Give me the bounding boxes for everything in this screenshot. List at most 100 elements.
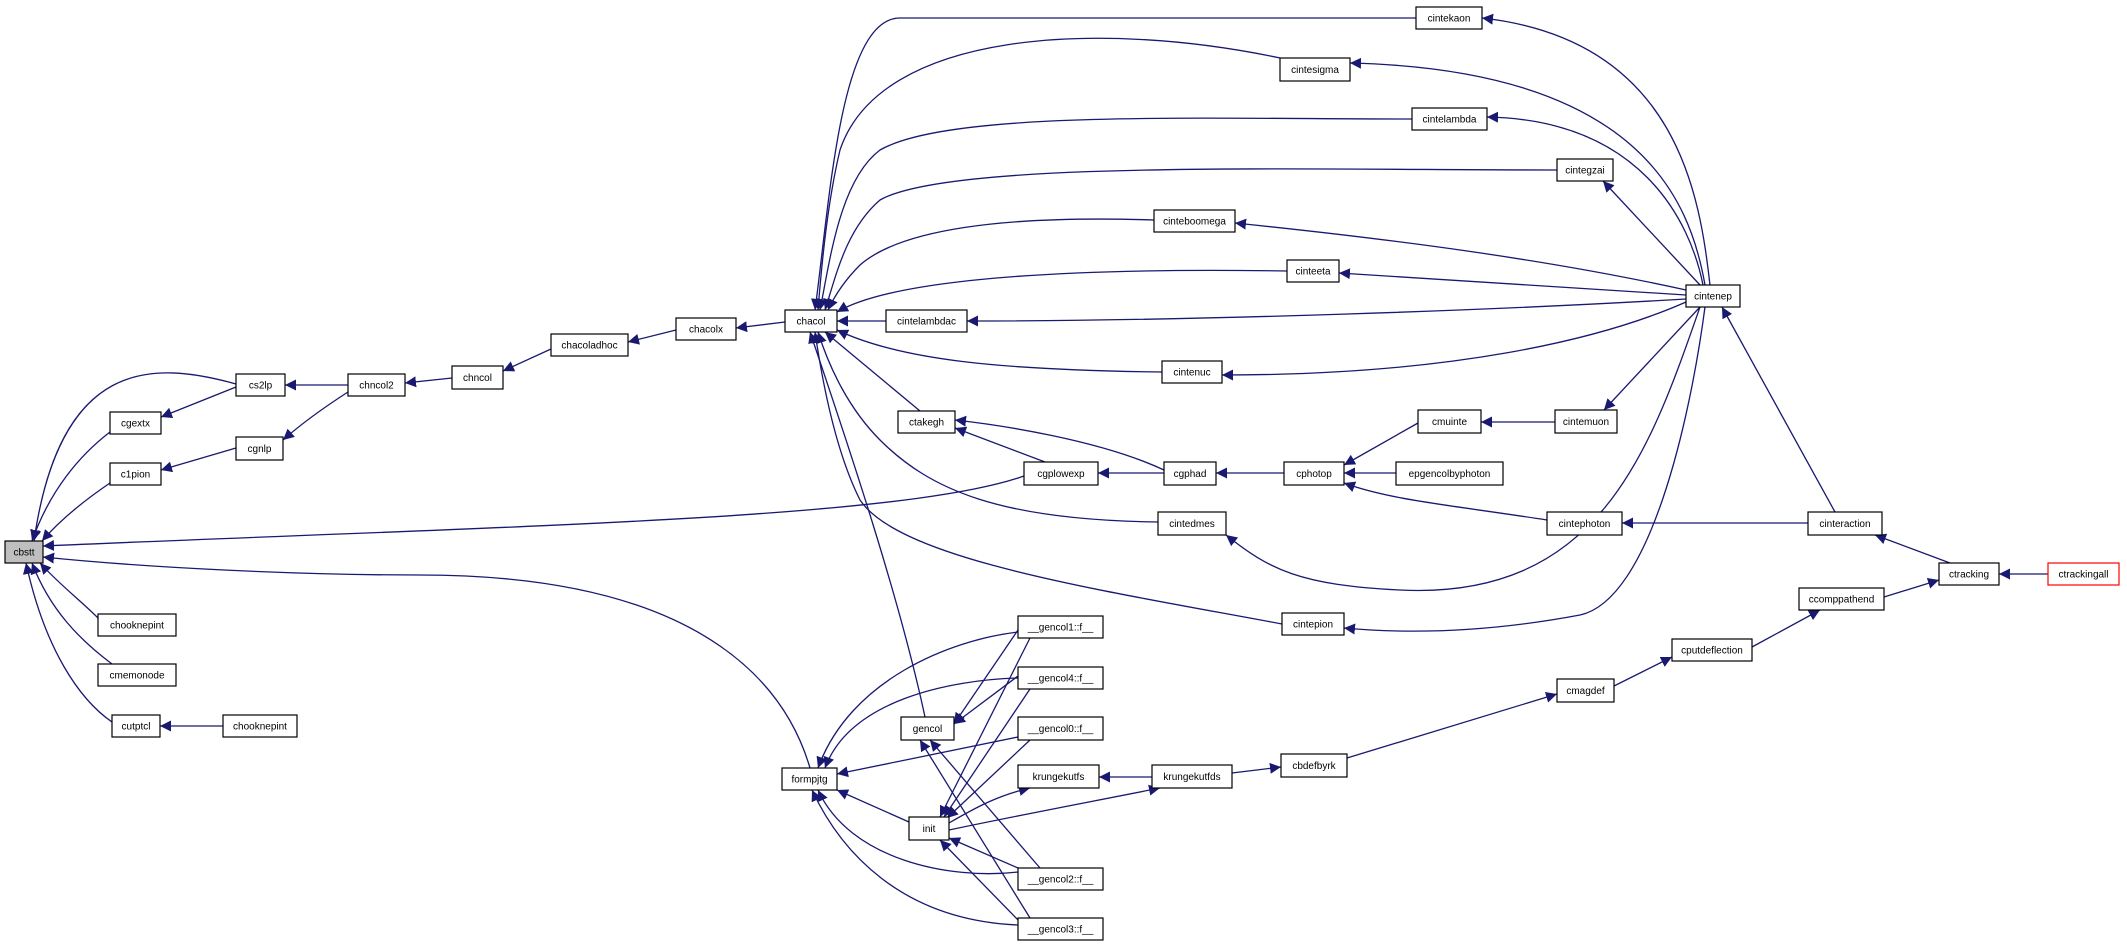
edge-gencol3-to-formpjtg	[811, 789, 1019, 926]
node-chacolx[interactable]: chacolx	[675, 317, 737, 341]
node-chncol2[interactable]: chncol2	[347, 373, 406, 397]
node-chooknepint2[interactable]: chooknepint	[222, 714, 298, 738]
node-gencol2[interactable]: __gencol2::f__	[1017, 867, 1104, 891]
edge-cintedmes-to-chacol	[816, 331, 1159, 523]
edge-cintenep-to-cintekaon	[1481, 13, 1711, 286]
node-cintepion[interactable]: cintepion	[1281, 612, 1345, 636]
node-ctakegh[interactable]: ctakegh	[897, 410, 956, 434]
node-label-cutptcl: cutptcl	[122, 722, 151, 733]
node-krungekutfs[interactable]: krungekutfs	[1017, 764, 1100, 789]
node-label-cbstt: cbstt	[13, 548, 34, 559]
node-cphotop[interactable]: cphotop	[1283, 461, 1345, 486]
node-ctracking[interactable]: ctracking	[1938, 562, 2000, 586]
node-chooknepint1[interactable]: chooknepint	[97, 613, 177, 637]
node-label-cintedmes: cintedmes	[1169, 519, 1215, 530]
node-label-cgplowexp: cgplowexp	[1037, 469, 1085, 480]
node-gencol4[interactable]: __gencol4::f__	[1017, 666, 1104, 690]
edge-gencol2-to-formpjtg	[817, 789, 1019, 875]
node-cs2lp[interactable]: cs2lp	[235, 373, 286, 397]
node-init[interactable]: init	[908, 816, 950, 841]
node-box-cintelambda	[1411, 107, 1488, 131]
edge-cs2lp-to-cbstt	[30, 372, 237, 542]
edge-cintenep-to-cintegzai	[1602, 180, 1701, 286]
node-box-ctracking	[1938, 562, 2000, 586]
node-label-chncol2: chncol2	[359, 381, 394, 392]
node-cintegzai[interactable]: cintegzai	[1556, 158, 1614, 182]
node-cmagdef[interactable]: cmagdef	[1556, 678, 1615, 703]
node-cintelambdac[interactable]: cintelambdac	[885, 309, 968, 333]
node-box-cintephoton	[1546, 511, 1623, 536]
node-label-cintemuon: cintemuon	[1563, 417, 1609, 428]
node-cbstt[interactable]: cbstt	[4, 540, 44, 564]
node-label-gencol4: __gencol4::f__	[1027, 674, 1094, 685]
edge-cintekaon-to-chacol	[811, 17, 1416, 311]
node-cutptcl[interactable]: cutptcl	[111, 714, 161, 738]
node-gencol3[interactable]: __gencol3::f__	[1017, 917, 1104, 941]
edge-cintenep-to-cintemuon	[1603, 306, 1701, 411]
node-label-cgextx: cgextx	[121, 419, 150, 430]
node-cintephoton[interactable]: cintephoton	[1546, 511, 1623, 536]
node-box-chncol	[451, 365, 504, 390]
node-formpjtg[interactable]: formpjtg	[781, 767, 838, 791]
node-cgplowexp[interactable]: cgplowexp	[1023, 461, 1099, 486]
node-cputdeflection[interactable]: cputdeflection	[1671, 638, 1753, 662]
node-label-cs2lp: cs2lp	[249, 381, 273, 392]
node-cintekaon[interactable]: cintekaon	[1415, 6, 1483, 30]
node-box-cintedmes	[1157, 511, 1227, 536]
node-c1pion[interactable]: c1pion	[109, 462, 162, 486]
node-epgencolbyphoton[interactable]: epgencolbyphoton	[1395, 461, 1504, 486]
edge-cutptcl-to-cbstt	[22, 562, 113, 723]
node-cinteboomega[interactable]: cinteboomega	[1153, 209, 1236, 233]
edge-cintepion-to-chacol	[811, 331, 1283, 625]
node-ctrackingall[interactable]: ctrackingall	[2047, 562, 2120, 586]
node-cintedmes[interactable]: cintedmes	[1157, 511, 1227, 536]
node-cgextx[interactable]: cgextx	[109, 411, 162, 435]
edge-cintenep-to-cinteeta	[1338, 268, 1687, 296]
node-box-c1pion	[109, 462, 162, 486]
node-box-cgphad	[1163, 461, 1217, 486]
node-cintemuon[interactable]: cintemuon	[1554, 409, 1618, 434]
node-krungekutfds[interactable]: krungekutfds	[1151, 764, 1233, 789]
node-cintesigma[interactable]: cintesigma	[1279, 57, 1351, 82]
node-cintenuc[interactable]: cintenuc	[1161, 360, 1223, 384]
node-cgphad[interactable]: cgphad	[1163, 461, 1217, 486]
node-box-ctrackingall	[2047, 562, 2120, 586]
node-cintenep[interactable]: cintenep	[1685, 284, 1741, 308]
node-label-cbdefbyrk: cbdefbyrk	[1292, 761, 1336, 772]
node-gencol0[interactable]: __gencol0::f__	[1017, 716, 1104, 741]
edge-cputdeflection-to-ccomppathend	[1751, 609, 1821, 648]
node-label-chncol: chncol	[463, 373, 492, 384]
node-box-gencol0	[1017, 716, 1104, 741]
node-box-formpjtg	[781, 767, 838, 791]
node-cmemonode[interactable]: cmemonode	[97, 663, 177, 687]
edge-chacol-to-chacolx	[735, 321, 786, 333]
node-chacoladhoc[interactable]: chacoladhoc	[550, 333, 629, 357]
node-label-ctrackingall: ctrackingall	[2058, 570, 2108, 581]
node-cbdefbyrk[interactable]: cbdefbyrk	[1280, 753, 1348, 778]
node-box-chacoladhoc	[550, 333, 629, 357]
node-cinteraction[interactable]: cinteraction	[1807, 511, 1883, 536]
node-label-ctakegh: ctakegh	[909, 418, 944, 429]
node-gencol1[interactable]: __gencol1::f__	[1017, 615, 1104, 639]
node-cintelambda[interactable]: cintelambda	[1411, 107, 1488, 131]
node-chacol[interactable]: chacol	[784, 309, 838, 333]
node-box-cintemuon	[1554, 409, 1618, 434]
node-chncol[interactable]: chncol	[451, 365, 504, 390]
node-cinteeta[interactable]: cinteeta	[1286, 259, 1340, 283]
node-label-chacoladhoc: chacoladhoc	[561, 341, 617, 352]
node-box-chacol	[784, 309, 838, 333]
node-label-krungekutfs: krungekutfs	[1033, 772, 1085, 783]
node-label-formpjtg: formpjtg	[791, 775, 827, 786]
node-label-chooknepint1: chooknepint	[110, 621, 164, 632]
node-box-ctakegh	[897, 410, 956, 434]
edge-cinteeta-to-chacol	[836, 269, 1288, 313]
node-cmuinte[interactable]: cmuinte	[1417, 409, 1482, 434]
node-gencol[interactable]: gencol	[900, 716, 955, 741]
node-cgnlp[interactable]: cgnlp	[235, 436, 284, 461]
node-ccomppathend[interactable]: ccomppathend	[1798, 587, 1885, 611]
node-box-gencol1	[1017, 615, 1104, 639]
edge-chacoladhoc-to-chncol	[502, 348, 552, 372]
edge-cgphad-to-ctakegh	[954, 415, 1165, 471]
node-box-cbstt	[4, 540, 44, 564]
node-label-ctracking: ctracking	[1949, 570, 1989, 581]
